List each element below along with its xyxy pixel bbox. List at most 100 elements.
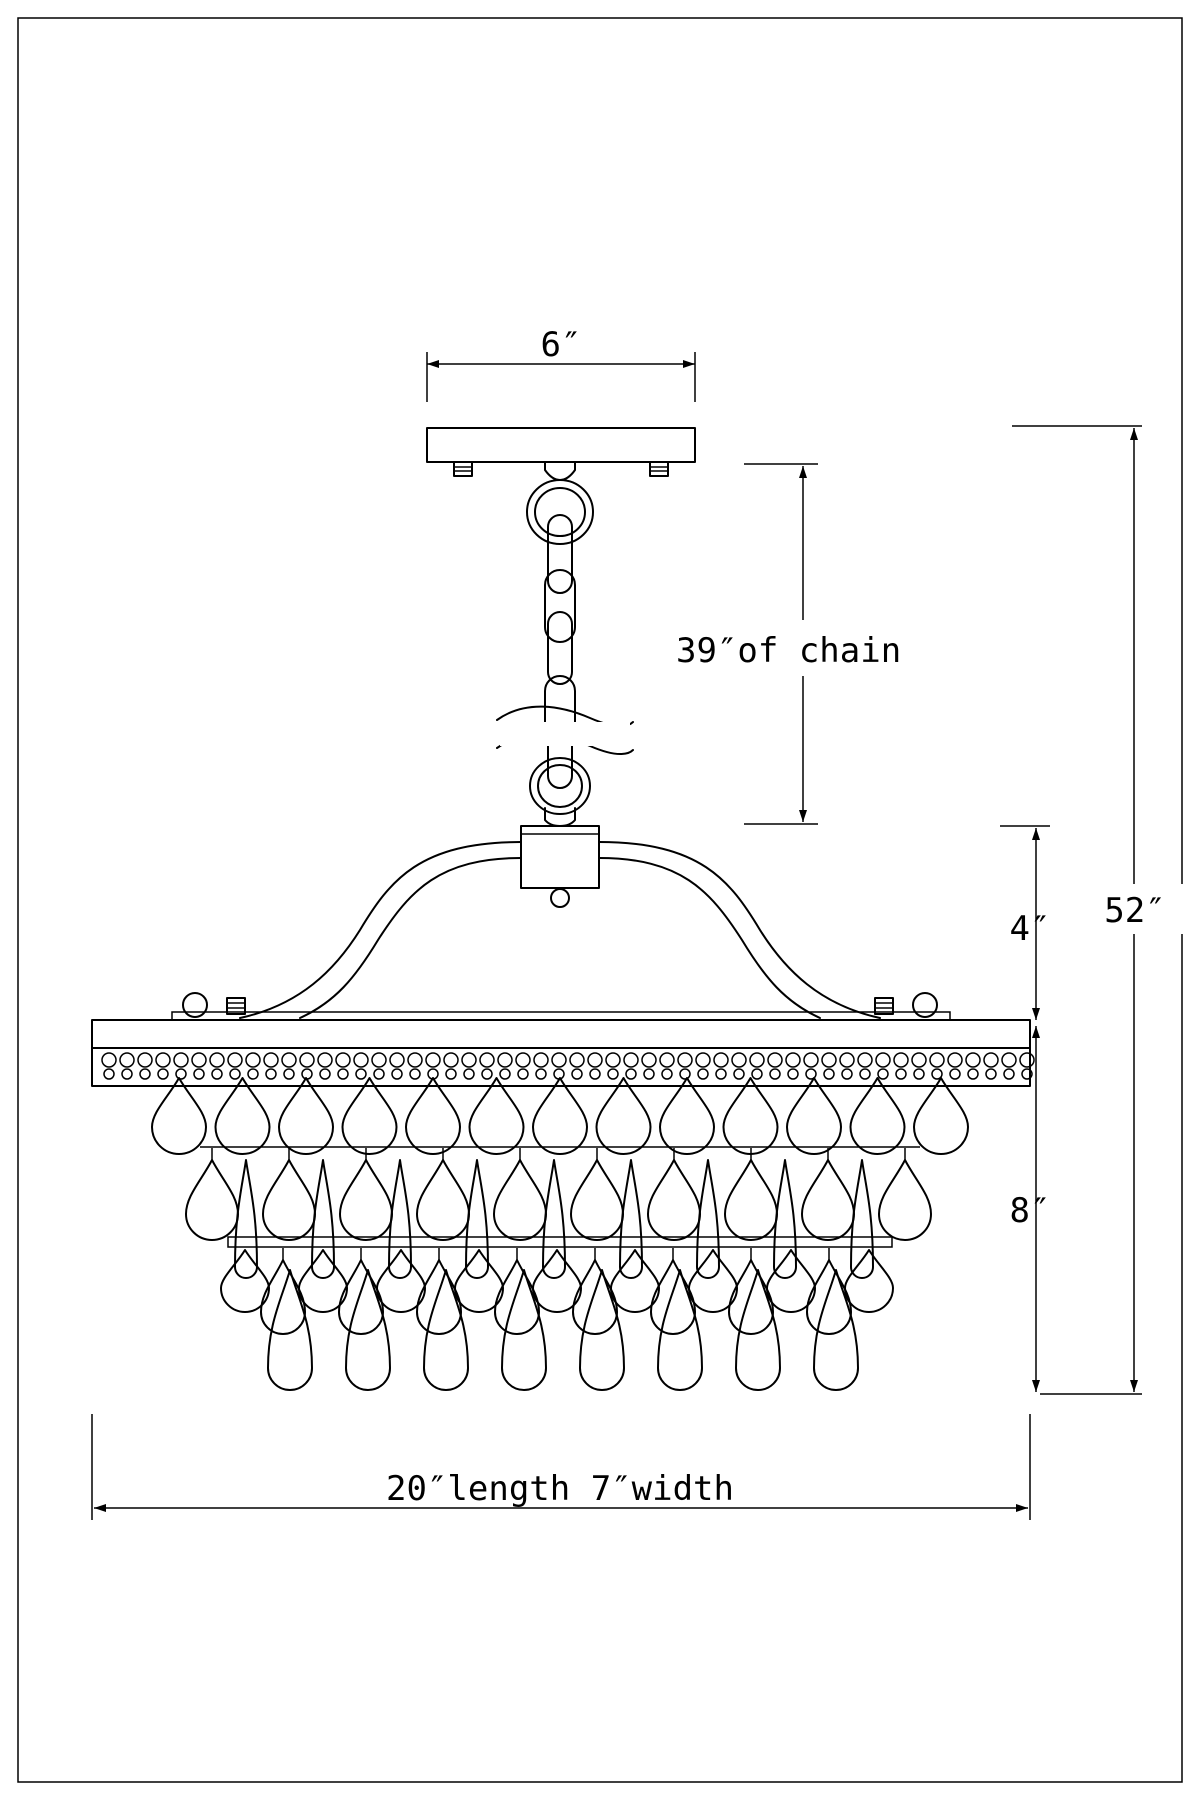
tier-bar-2 bbox=[227, 1236, 893, 1248]
bead bbox=[461, 1052, 477, 1068]
bead bbox=[679, 1068, 691, 1080]
bead bbox=[211, 1068, 223, 1080]
crystal-tier1 bbox=[595, 1077, 652, 1155]
bead bbox=[749, 1052, 765, 1068]
bead bbox=[515, 1052, 531, 1068]
bead bbox=[839, 1052, 855, 1068]
crystal-tier2 bbox=[416, 1159, 470, 1241]
crystal-tier3b bbox=[416, 1259, 462, 1335]
crystal-tier2 bbox=[339, 1159, 393, 1241]
crystal-tier3 bbox=[220, 1249, 270, 1313]
frame-screw-right bbox=[874, 997, 894, 1015]
bead bbox=[949, 1068, 961, 1080]
bead bbox=[481, 1068, 493, 1080]
bead-band bbox=[91, 1047, 1035, 1087]
crystal-slim bbox=[465, 1159, 489, 1279]
bead bbox=[425, 1052, 441, 1068]
bead bbox=[859, 1068, 871, 1080]
bead bbox=[263, 1052, 279, 1068]
bead bbox=[875, 1052, 891, 1068]
length-width-label: 20″length 7″width bbox=[386, 1469, 734, 1509]
bead bbox=[209, 1052, 225, 1068]
bead bbox=[571, 1068, 583, 1080]
crystal-tier3 bbox=[376, 1249, 426, 1313]
crystal-tier2 bbox=[570, 1159, 624, 1241]
bead bbox=[533, 1052, 549, 1068]
crystal-slim bbox=[311, 1159, 335, 1279]
bead bbox=[857, 1052, 873, 1068]
dimension-frame-height: 4″ bbox=[1000, 825, 1051, 1020]
bead bbox=[355, 1068, 367, 1080]
bead bbox=[841, 1068, 853, 1080]
bead bbox=[301, 1068, 313, 1080]
bead bbox=[877, 1068, 889, 1080]
frame-finial bbox=[550, 888, 570, 908]
bead bbox=[283, 1068, 295, 1080]
crystal-tier4 bbox=[813, 1269, 859, 1391]
bead bbox=[1003, 1068, 1015, 1080]
canopy-screw-right bbox=[649, 461, 669, 477]
bead bbox=[497, 1052, 513, 1068]
bead bbox=[821, 1052, 837, 1068]
bead bbox=[1019, 1052, 1035, 1068]
bead bbox=[479, 1052, 495, 1068]
dimension-crystal-height: 8″ bbox=[1010, 1026, 1051, 1392]
bead bbox=[193, 1068, 205, 1080]
bead bbox=[227, 1052, 243, 1068]
bead bbox=[103, 1068, 115, 1080]
crystal-tier2 bbox=[801, 1159, 855, 1241]
crystal-tier1 bbox=[214, 1077, 271, 1155]
crystal-tier3 bbox=[610, 1249, 660, 1313]
crystal-slim bbox=[696, 1159, 720, 1279]
crystal-slim bbox=[542, 1159, 566, 1279]
bead bbox=[245, 1052, 261, 1068]
crystal-tier1 bbox=[468, 1077, 525, 1155]
drawing-border bbox=[17, 17, 1183, 1783]
crystal-tier4 bbox=[657, 1269, 703, 1391]
crystal-tier4 bbox=[501, 1269, 547, 1391]
bead bbox=[371, 1052, 387, 1068]
crystal-tier1 bbox=[659, 1077, 715, 1155]
bead bbox=[553, 1068, 565, 1080]
crystal-tier1 bbox=[532, 1077, 588, 1155]
bead bbox=[967, 1068, 979, 1080]
frame-height-label: 4″ bbox=[1010, 909, 1051, 949]
bead bbox=[373, 1068, 385, 1080]
bead bbox=[587, 1052, 603, 1068]
crystal-tier3b bbox=[650, 1259, 696, 1335]
crystal-tier4 bbox=[735, 1269, 781, 1391]
crystal-tier1 bbox=[341, 1077, 398, 1155]
bead bbox=[965, 1052, 981, 1068]
crystal-tier1 bbox=[278, 1077, 334, 1155]
chain-length-label: 39″of chain bbox=[676, 631, 901, 671]
bead bbox=[463, 1068, 475, 1080]
bead bbox=[805, 1068, 817, 1080]
crystal-tier1 bbox=[722, 1077, 779, 1155]
crystal-tier2 bbox=[262, 1159, 316, 1241]
crystal-height-label: 8″ bbox=[1010, 1191, 1051, 1231]
bead bbox=[697, 1068, 709, 1080]
crystal-slim bbox=[619, 1159, 643, 1279]
crystal-tier3b bbox=[494, 1259, 540, 1335]
bead bbox=[175, 1068, 187, 1080]
bead bbox=[389, 1052, 405, 1068]
bead bbox=[139, 1068, 151, 1080]
bead bbox=[733, 1068, 745, 1080]
crystal-tier3b bbox=[806, 1259, 852, 1335]
bead bbox=[913, 1068, 925, 1080]
bead bbox=[893, 1052, 909, 1068]
chain bbox=[496, 479, 634, 827]
dimension-chain-length: 39″of chain bbox=[672, 463, 922, 825]
crystal-tier1 bbox=[913, 1077, 969, 1155]
bead bbox=[407, 1052, 423, 1068]
bead bbox=[121, 1068, 133, 1080]
bead bbox=[1001, 1052, 1017, 1068]
crystal-tier1 bbox=[405, 1077, 461, 1155]
crystal-slim bbox=[773, 1159, 797, 1279]
crystal-tier2 bbox=[878, 1159, 932, 1241]
bead bbox=[299, 1052, 315, 1068]
crystal-tier3b bbox=[728, 1259, 774, 1335]
crystal-tier4 bbox=[579, 1269, 625, 1391]
crystal-tier3b bbox=[572, 1259, 618, 1335]
